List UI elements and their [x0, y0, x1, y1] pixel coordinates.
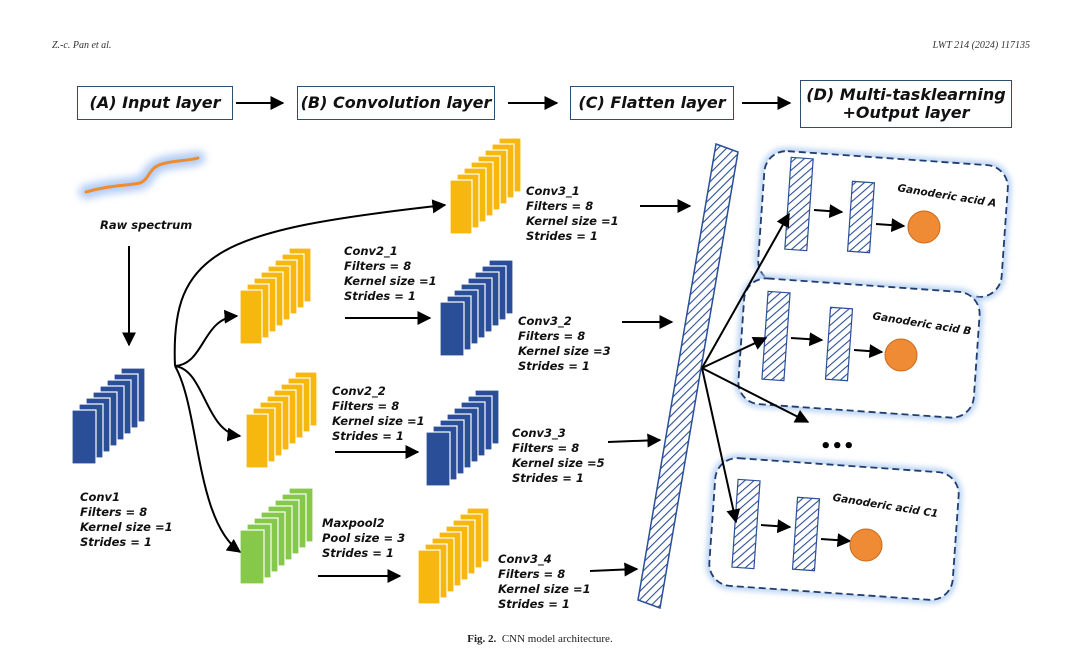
- stage-output-line2: +Output layer: [842, 103, 970, 122]
- stage-convolution-layer: (B) Convolution layer: [297, 86, 495, 120]
- figure-caption-text: CNN model architecture.: [501, 633, 613, 645]
- feature-map: [71, 409, 97, 465]
- feature-map: [439, 301, 465, 357]
- stage-output-layer: (D) Multi-tasklearning +Output layer: [800, 80, 1012, 128]
- feature-map: [425, 431, 451, 487]
- feature-map: [239, 529, 265, 585]
- stack-conv1: [71, 367, 146, 465]
- stage-output-line1: (D) Multi-tasklearning: [806, 85, 1006, 104]
- running-header-journal: LWT 214 (2024) 117135: [932, 40, 1030, 51]
- raw-spectrum-icon: [79, 151, 205, 199]
- fanout-arrow-a: [701, 212, 790, 369]
- feature-map: [449, 179, 473, 235]
- cnn-architecture-diagram: •••: [71, 96, 1012, 610]
- stage-input-layer: (A) Input layer: [77, 86, 233, 120]
- raw-spectrum-label: Raw spectrum: [100, 218, 193, 232]
- branch-to-maxpool2: [174, 365, 242, 553]
- running-header-authors: Z.-c. Pan et al.: [52, 40, 112, 51]
- stack-conv3-1: [449, 137, 522, 235]
- arrow-conv3-4-flatten: [589, 562, 639, 577]
- task-box-b: [734, 274, 984, 422]
- task-box-a: [754, 147, 1012, 301]
- fanout-arrow-more: [701, 367, 810, 423]
- feature-map: [239, 289, 263, 345]
- flatten-layer-bar: [637, 142, 739, 610]
- branch-to-conv2-2: [174, 365, 242, 442]
- fanout-arrow-c1: [701, 367, 741, 524]
- stack-conv3-4: [417, 507, 490, 605]
- figure-number: Fig. 2.: [467, 633, 497, 645]
- feature-map: [417, 549, 441, 605]
- feature-map: [245, 413, 269, 469]
- stack-maxpool2: [239, 487, 314, 585]
- task-box-c1: [705, 454, 963, 604]
- stack-conv2-2: [245, 371, 318, 469]
- stack-conv2-1: [239, 247, 312, 345]
- stack-conv3-2: [439, 259, 514, 357]
- branch-to-conv2-1: [174, 309, 239, 367]
- more-tasks-ellipsis: •••: [820, 436, 855, 457]
- stack-conv3-3: [425, 389, 500, 487]
- arrow-conv3-3-flatten: [607, 433, 662, 448]
- figure-caption: Fig. 2. CNN model architecture.: [0, 633, 1080, 645]
- stage-flatten-layer: (C) Flatten layer: [570, 86, 734, 120]
- branch-to-conv3-1: [173, 199, 447, 367]
- fanout-arrow-b: [701, 337, 768, 369]
